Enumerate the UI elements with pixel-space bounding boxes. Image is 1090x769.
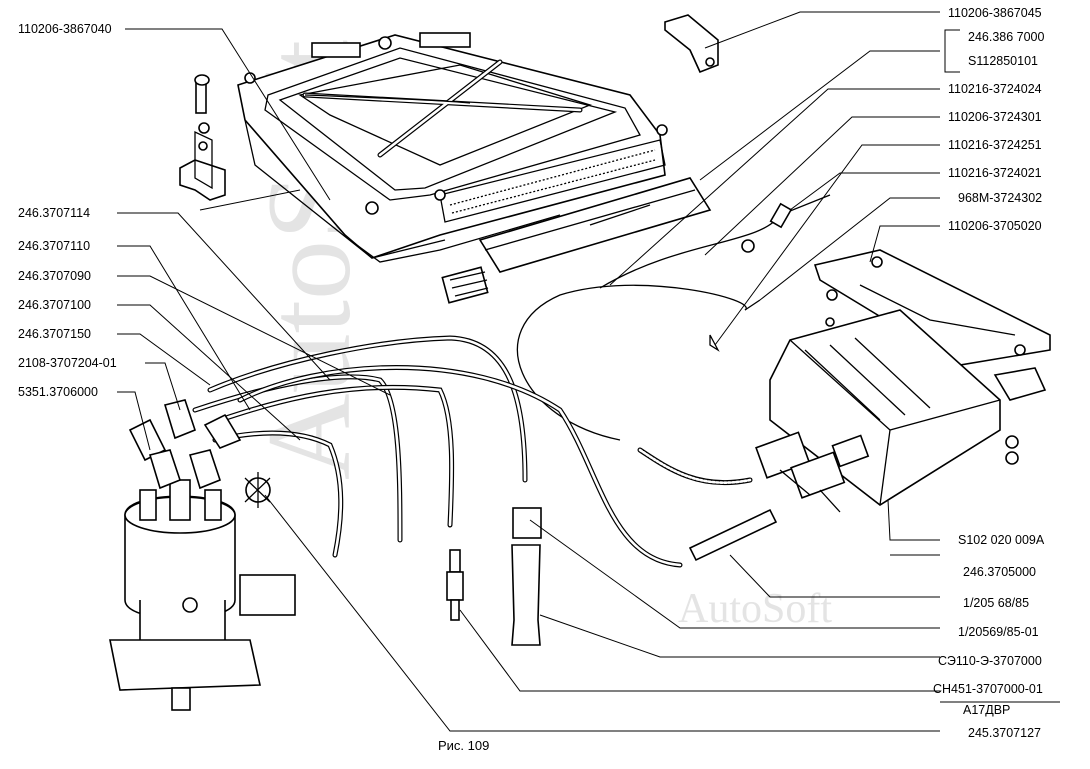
ecu-connector (441, 177, 712, 304)
label-2108-3707204-01[interactable]: 2108-3707204-01 (18, 356, 117, 370)
label-110216-3724251[interactable]: 110216-3724251 (948, 138, 1042, 152)
figure-caption: Рис. 109 (438, 738, 490, 753)
label-1-205-68-85[interactable]: 1/205 68/85 (963, 596, 1030, 610)
distributor (109, 399, 296, 711)
label-S102-020-009A[interactable]: S102 020 009A (958, 533, 1045, 547)
label-S112850101[interactable]: S112850101 (968, 54, 1038, 68)
sensor-wire (516, 194, 831, 441)
bracket-top-right (664, 14, 719, 74)
spark-plug (446, 549, 464, 621)
leader-lines (117, 11, 1060, 732)
label-246-3707110[interactable]: 246.3707110 (18, 239, 91, 253)
label-110206-3724301[interactable]: 110206-3724301 (948, 110, 1042, 124)
plug-caps (511, 507, 778, 646)
label-246-3705000[interactable]: 246.3705000 (963, 565, 1036, 579)
label-246-386-7000[interactable]: 246.386 7000 (968, 30, 1045, 44)
ht-wires (192, 335, 683, 568)
label-246-3707090[interactable]: 246.3707090 (18, 269, 91, 283)
rotor (244, 472, 271, 508)
ignition-module (755, 249, 1051, 513)
label-110206-3705020[interactable]: 110206-3705020 (948, 219, 1042, 233)
label-110206-3867040[interactable]: 110206-3867040 (18, 22, 112, 36)
label-245-3707127[interactable]: 245.3707127 (968, 726, 1041, 740)
label-968M-3724302[interactable]: 968M-3724302 (958, 191, 1043, 205)
label-SN451-3707000-01[interactable]: СН451-3707000-01 (933, 682, 1043, 696)
label-1-20569-85-01[interactable]: 1/20569/85-01 (958, 625, 1039, 639)
label-246-3707114[interactable]: 246.3707114 (18, 206, 91, 220)
ecu-unit (237, 32, 668, 263)
bracket-left (179, 74, 226, 201)
label-110216-3724024[interactable]: 110216-3724024 (948, 82, 1042, 96)
label-110206-3867045[interactable]: 110206-3867045 (948, 6, 1042, 20)
harness-tube (637, 447, 753, 486)
label-110216-3724021[interactable]: 110216-3724021 (948, 166, 1042, 180)
label-SE110-E-3707000[interactable]: СЭ110-Э-3707000 (938, 654, 1042, 668)
label-5351-3706000[interactable]: 5351.3706000 (18, 385, 98, 399)
label-A17DVR[interactable]: А17ДВР (963, 703, 1011, 717)
label-246-3707100[interactable]: 246.3707100 (18, 298, 91, 312)
label-246-3707150[interactable]: 246.3707150 (18, 327, 91, 341)
